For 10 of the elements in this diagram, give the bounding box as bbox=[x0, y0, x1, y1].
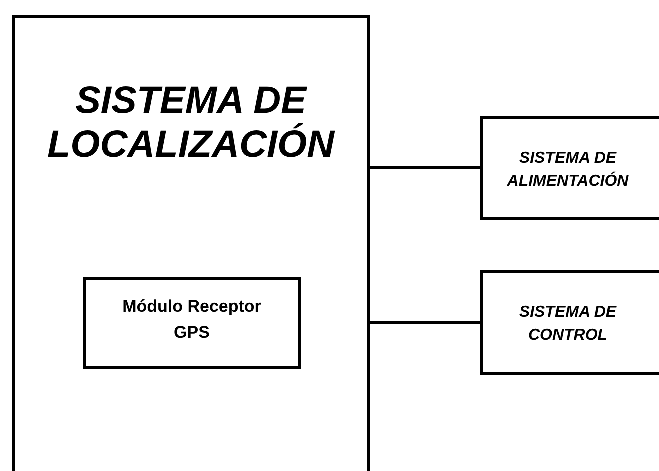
subsystem-box bbox=[480, 116, 659, 220]
panel-heading: SISTEMA DE LOCALIZACIÓN bbox=[46, 80, 336, 168]
box-label: SISTEMA DE CONTROL bbox=[518, 303, 618, 346]
box-label: SISTEMA DE ALIMENTACIÓN bbox=[506, 149, 630, 192]
box-label: Módulo Receptor GPS bbox=[122, 296, 262, 344]
connector-line bbox=[370, 166, 480, 170]
subsystem-box bbox=[480, 270, 659, 375]
system-panel bbox=[12, 15, 370, 471]
module-box bbox=[83, 277, 301, 369]
connector-line bbox=[370, 321, 480, 324]
